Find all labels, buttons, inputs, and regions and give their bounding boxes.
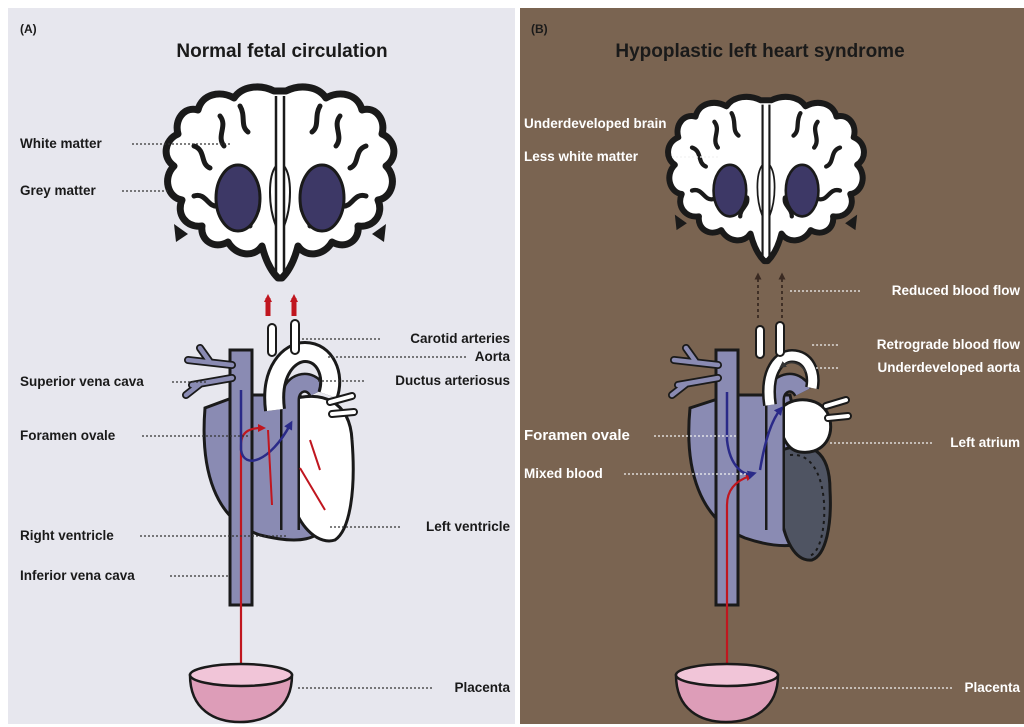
label-foramen-ovale: Foramen ovale	[20, 428, 116, 443]
label-carotid-arteries: Carotid arteries	[410, 331, 510, 346]
panel-a-tag: (A)	[20, 22, 37, 36]
panel-a: (A) Normal fetal circulation	[8, 8, 515, 724]
panel-b: (B) Hypoplastic left heart syndrome	[520, 8, 1024, 724]
label-less-white-matter: Less white matter	[524, 149, 639, 164]
label-aorta: Aorta	[475, 349, 511, 364]
label-foramen-ovale-b: Foramen ovale	[524, 427, 630, 444]
label-placenta-a: Placenta	[454, 680, 510, 695]
label-underdeveloped-brain: Underdeveloped brain	[524, 116, 667, 131]
panel-b-tag: (B)	[531, 22, 548, 36]
label-reduced-blood-flow: Reduced blood flow	[892, 283, 1021, 298]
basal-ganglia-right-b	[786, 165, 819, 217]
label-placenta-b: Placenta	[964, 680, 1020, 695]
panel-b-title: Hypoplastic left heart syndrome	[615, 41, 904, 62]
basal-ganglia-right	[300, 165, 344, 231]
label-grey-matter: Grey matter	[20, 183, 97, 198]
label-white-matter: White matter	[20, 136, 103, 151]
label-superior-vena-cava: Superior vena cava	[20, 374, 144, 389]
label-ductus-arteriosus: Ductus arteriosus	[395, 373, 510, 388]
basal-ganglia-left-b	[714, 165, 747, 217]
panel-a-title: Normal fetal circulation	[176, 41, 387, 62]
label-mixed-blood: Mixed blood	[524, 466, 603, 481]
label-left-ventricle: Left ventricle	[426, 519, 511, 534]
basal-ganglia-left	[216, 165, 260, 231]
label-right-ventricle: Right ventricle	[20, 528, 114, 543]
label-underdeveloped-aorta: Underdeveloped aorta	[877, 360, 1020, 375]
label-retrograde-blood-flow: Retrograde blood flow	[877, 337, 1021, 352]
label-left-atrium: Left atrium	[950, 435, 1020, 450]
label-inferior-vena-cava: Inferior vena cava	[20, 568, 135, 583]
